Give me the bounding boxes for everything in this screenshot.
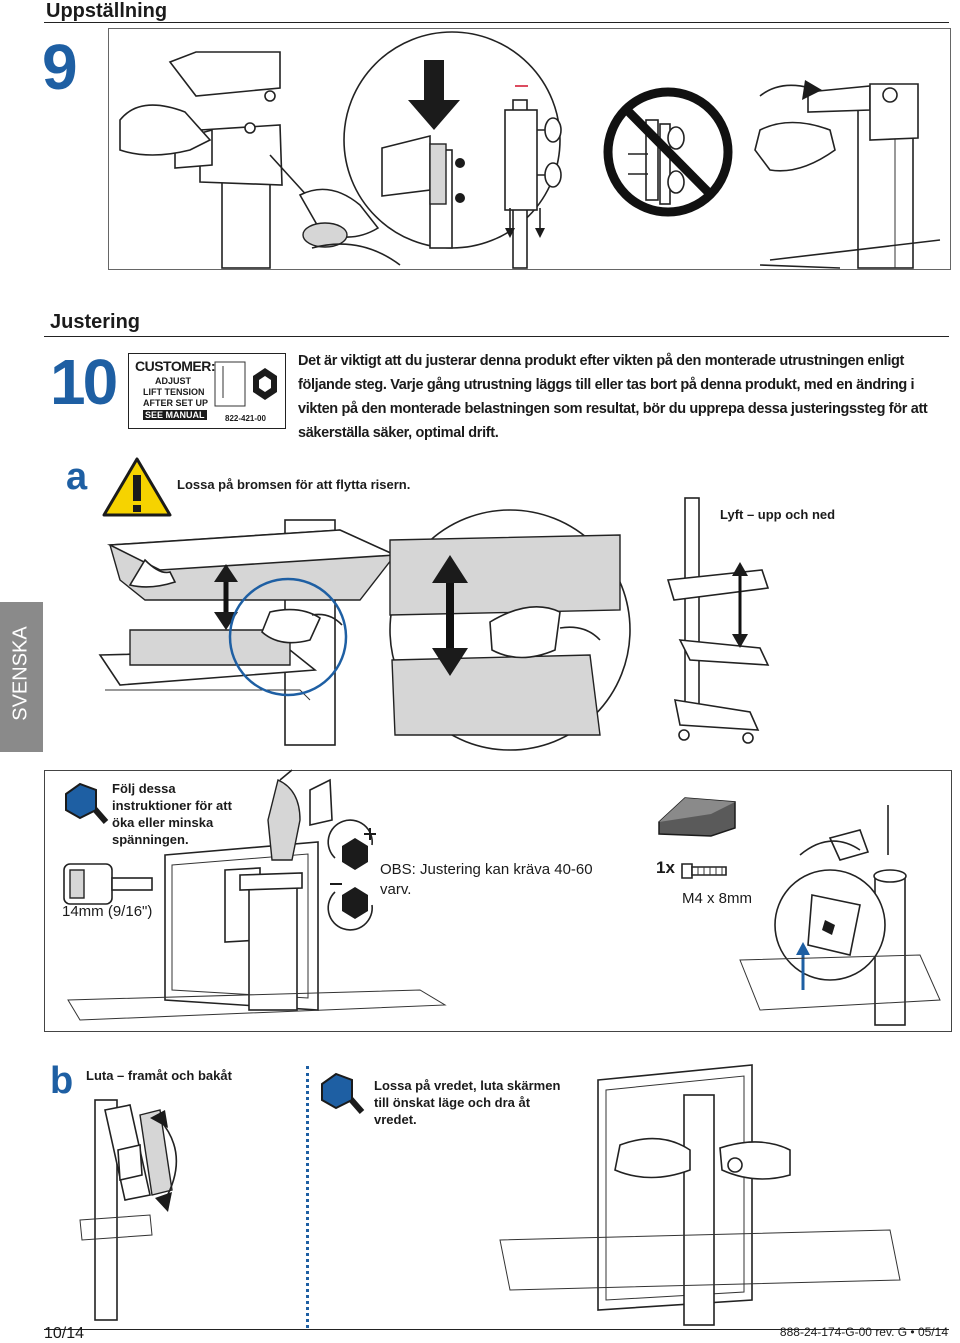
monitor-adjust-illustration: [67, 769, 447, 1021]
step-a-warning-text: Lossa på bromsen för att flytta risern.: [177, 477, 411, 492]
tension-instruction: Följ dessa instruktioner för att öka ell…: [112, 781, 232, 847]
header-rule: [44, 22, 949, 23]
lift-label: Lyft – upp och ned: [720, 507, 836, 522]
socket-wrench-icon: [63, 863, 153, 905]
page-header-title: Uppställning: [46, 0, 168, 22]
hex-key-icon: [65, 782, 109, 824]
step-b-title: Luta – framåt och bakåt: [86, 1068, 232, 1083]
step-9-illustration-frame: [108, 28, 951, 270]
step-9-illustration: [119, 31, 941, 269]
step-9-number: 9: [42, 31, 78, 103]
customer-label-part-number: 822-421-00: [225, 414, 266, 423]
warning-icon: [102, 457, 172, 517]
tension-note: OBS: Justering kan kräva 40-60 varv.: [380, 861, 593, 898]
screw-install-illustration: [739, 805, 941, 1026]
cap-part-icon: [658, 797, 736, 837]
dotted-divider: [306, 1066, 309, 1328]
document-id: 888-24-174-G-00 rev. G • 05/14: [779, 1325, 948, 1339]
customer-label-line4: AFTER SET UP: [143, 398, 209, 408]
adjustment-title: Justering: [50, 311, 141, 333]
footer-rule: [44, 1329, 949, 1330]
screw-quantity: 1x: [656, 858, 675, 877]
adjustment-rule: [44, 336, 949, 337]
customer-label-sticker: CUSTOMER: ADJUST LIFT TENSION AFTER SET …: [128, 353, 286, 429]
step-10-number: 10: [50, 346, 118, 418]
customer-label-line2: ADJUST: [155, 376, 192, 386]
socket-size: 14mm (9/16"): [62, 903, 153, 920]
customer-label-heading: CUSTOMER:: [135, 358, 216, 374]
hex-key-icon-b: [321, 1072, 365, 1114]
lift-tension-icon: [214, 361, 277, 407]
step-b-letter: b: [50, 1060, 74, 1102]
cart-risers-illustration: [98, 497, 770, 751]
language-side-tab: SVENSKA: [0, 602, 43, 752]
screw-size: M4 x 8mm: [682, 890, 753, 907]
page-number: 10/14: [44, 1325, 85, 1342]
customer-label-line3: LIFT TENSION: [143, 387, 205, 397]
step-10-instruction: Det är viktigt att du justerar denna pro…: [298, 353, 928, 441]
customer-label-line5: SEE MANUAL: [143, 410, 207, 420]
step-a-letter: a: [66, 456, 88, 498]
screw-icon: [681, 863, 727, 879]
step-b-instruction: Lossa på vredet, luta skärmen till önska…: [374, 1078, 561, 1127]
tension-box: [44, 770, 952, 1032]
